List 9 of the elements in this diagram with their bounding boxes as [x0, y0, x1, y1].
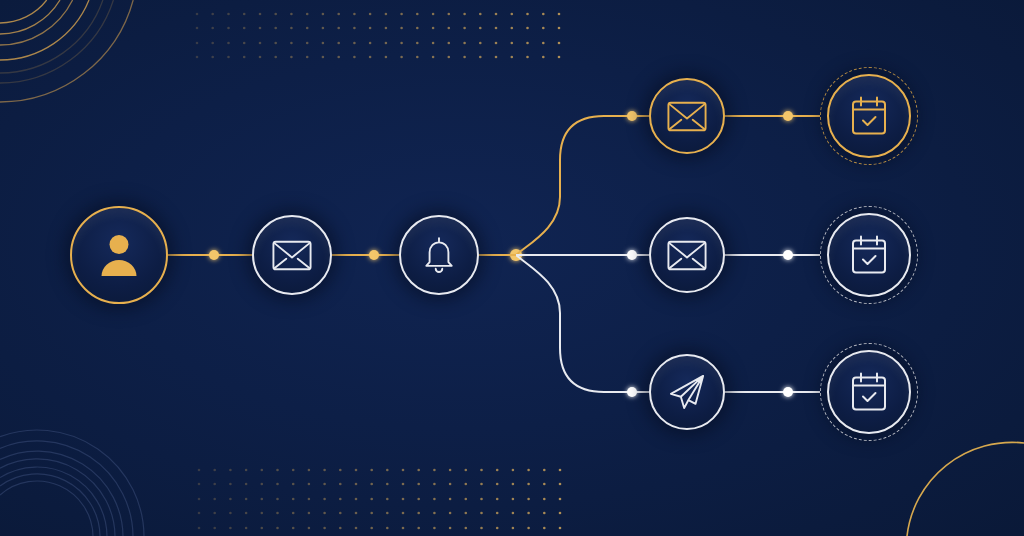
connector-line [515, 254, 650, 256]
connector-line [167, 254, 253, 256]
connector-line [724, 254, 821, 256]
connector-line [515, 115, 650, 256]
connector-line [724, 115, 821, 117]
connector-line [331, 254, 400, 256]
connector-line [724, 391, 821, 393]
connector-line [478, 254, 517, 256]
connector-line [515, 254, 650, 393]
